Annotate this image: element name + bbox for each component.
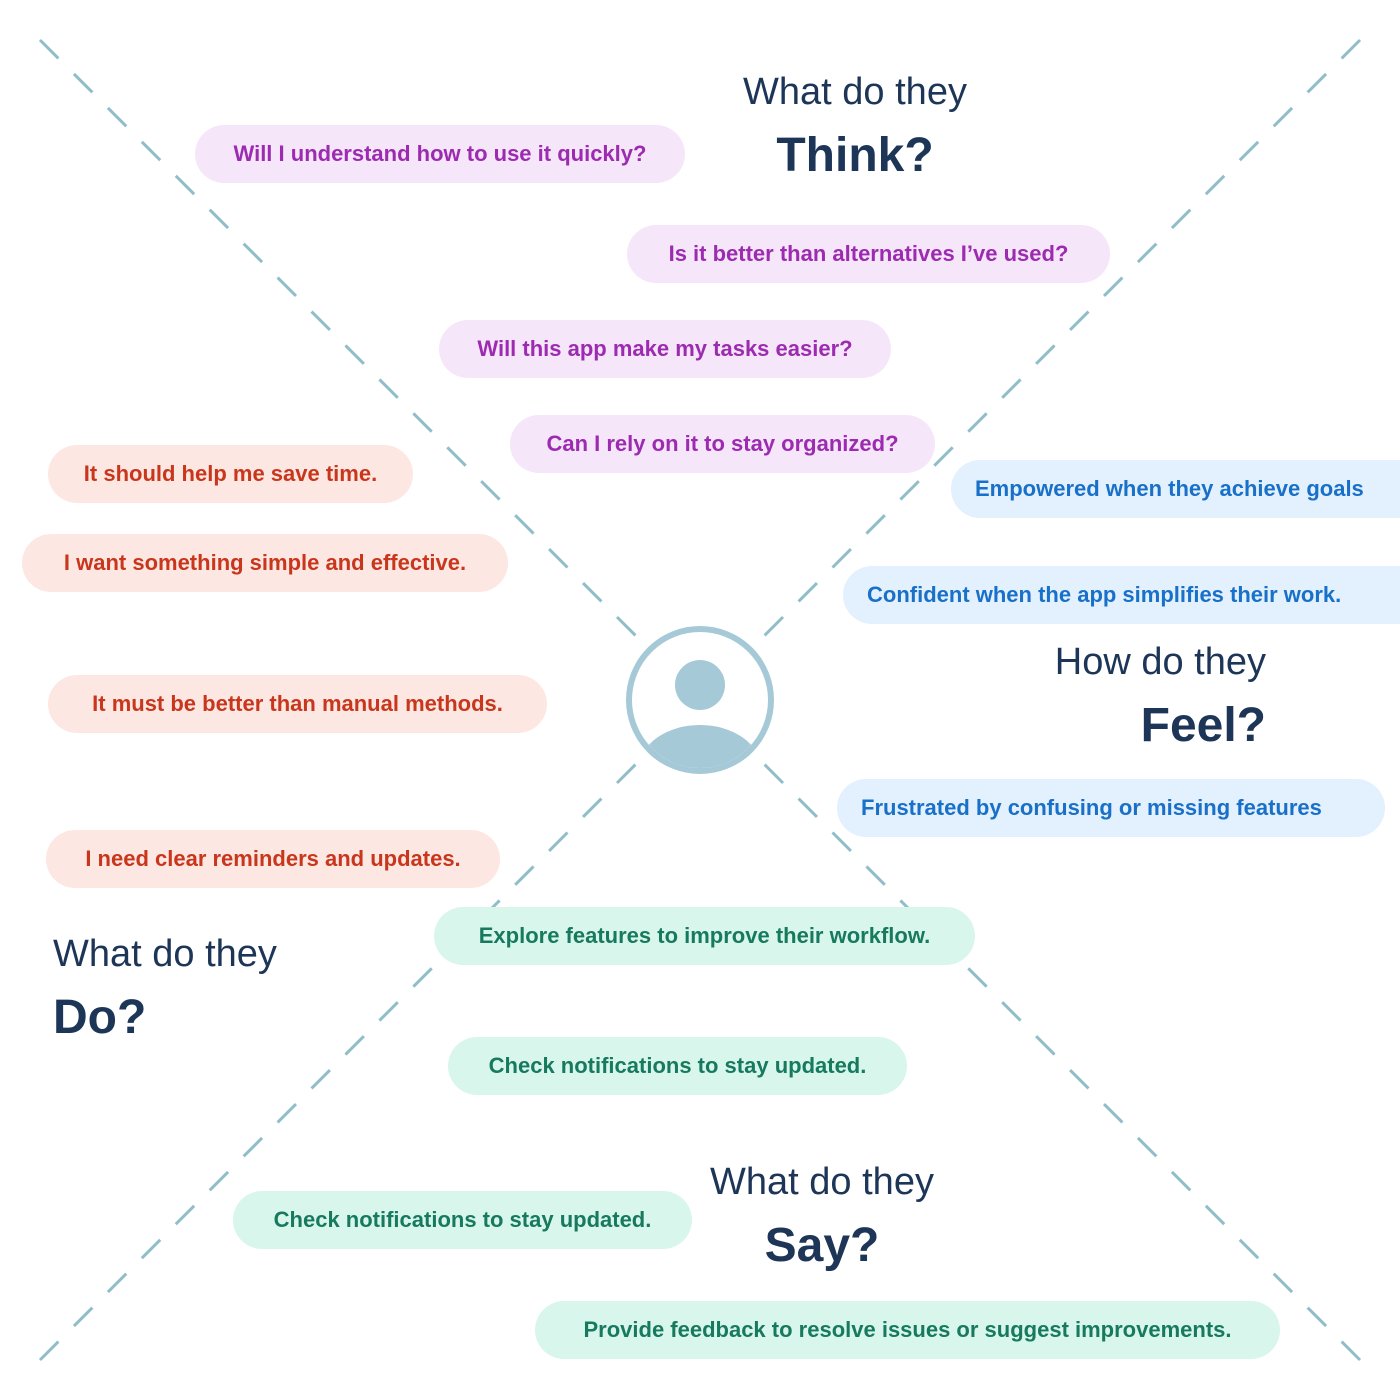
say-heading: What do they Say? — [672, 1160, 972, 1274]
feel-heading: How do they Feel? — [966, 640, 1266, 754]
think-item: Will this app make my tasks easier? — [439, 320, 891, 378]
say-item: It must be better than manual methods. — [48, 675, 547, 733]
think-keyword: Think? — [776, 129, 934, 182]
say-item: I want something simple and effective. — [22, 534, 508, 592]
say-keyword: Say? — [764, 1219, 880, 1272]
say-item: I need clear reminders and updates. — [46, 830, 500, 888]
feel-question: How do they — [1054, 641, 1266, 683]
do-item: Provide feedback to resolve issues or su… — [535, 1301, 1280, 1359]
say-item: It should help me save time. — [48, 445, 413, 503]
say-question: What do they — [710, 1161, 934, 1203]
feel-item: Empowered when they achieve goals — [951, 460, 1400, 518]
feel-item: Confident when the app simplifies their … — [843, 566, 1400, 624]
think-item: Is it better than alternatives I’ve used… — [627, 225, 1110, 283]
feel-keyword: Feel? — [1140, 699, 1266, 752]
think-question: What do they — [743, 71, 967, 113]
think-item: Will I understand how to use it quickly? — [195, 125, 685, 183]
do-item: Check notifications to stay updated. — [448, 1037, 907, 1095]
feel-item: Frustrated by confusing or missing featu… — [837, 779, 1385, 837]
do-item: Explore features to improve their workfl… — [434, 907, 975, 965]
do-item: Check notifications to stay updated. — [233, 1191, 692, 1249]
think-item: Can I rely on it to stay organized? — [510, 415, 935, 473]
do-keyword: Do? — [53, 991, 147, 1044]
do-heading: What do they Do? — [53, 932, 353, 1046]
user-avatar-icon — [626, 626, 774, 774]
do-question: What do they — [53, 933, 277, 975]
think-heading: What do they Think? — [705, 70, 1005, 184]
